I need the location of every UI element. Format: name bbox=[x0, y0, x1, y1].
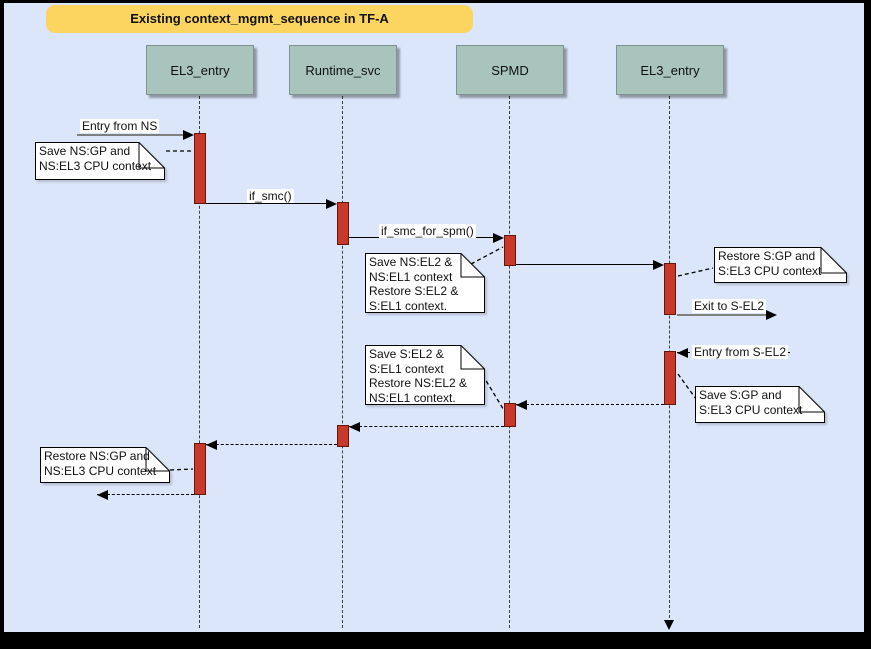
message-label-if-smc-for-spm: if_smc_for_spm() bbox=[379, 224, 476, 238]
message-line-return-to-ns bbox=[97, 494, 194, 495]
note-connector bbox=[677, 267, 714, 277]
note-shape-icon bbox=[714, 247, 847, 283]
actor-el3-entry-right: EL3_entry bbox=[616, 45, 724, 95]
actor-label: Runtime_svc bbox=[305, 62, 381, 78]
message-line-return-el3-to-spmd bbox=[516, 404, 664, 405]
activation-el3r-2 bbox=[664, 351, 676, 405]
message-line-return-spmd-to-runtime bbox=[349, 426, 504, 427]
activation-spmd-2 bbox=[504, 403, 516, 427]
note-text: Save S:GP and S:EL3 CPU context bbox=[699, 388, 803, 417]
arrowhead-icon bbox=[206, 440, 217, 450]
note-connector bbox=[677, 373, 697, 400]
activation-runtime-1 bbox=[337, 202, 349, 245]
activation-spmd-1 bbox=[504, 235, 516, 266]
note-text: Restore S:GP and S:EL3 CPU context bbox=[718, 249, 822, 278]
message-line-entry-from-ns bbox=[77, 134, 185, 136]
note-save-s-el2: Save S:EL2 & S:EL1 context Restore NS:EL… bbox=[365, 345, 485, 405]
note-connector bbox=[169, 468, 194, 471]
arrowhead-icon bbox=[97, 490, 108, 500]
note-restore-ns-gp: Restore NS:GP and NS:EL3 CPU context bbox=[40, 447, 170, 483]
note-shape-icon bbox=[365, 253, 485, 313]
lifeline-spmd bbox=[509, 96, 510, 628]
arrowhead-icon bbox=[653, 260, 664, 270]
message-label-entry-from-s-el2: Entry from S-EL2 bbox=[692, 345, 789, 359]
arrowhead-icon bbox=[516, 400, 527, 410]
note-text: Save NS:EL2 & NS:EL1 context Restore S:E… bbox=[369, 255, 459, 313]
actor-label: EL3_entry bbox=[640, 62, 700, 78]
arrowhead-icon bbox=[677, 348, 688, 358]
arrowhead-icon bbox=[349, 422, 360, 432]
actor-label: SPMD bbox=[491, 62, 529, 78]
note-text: Save NS:GP and NS:EL3 CPU context bbox=[39, 144, 152, 173]
lifeline-el3-entry-left bbox=[199, 96, 200, 628]
frame-left bbox=[0, 0, 4, 649]
frame-right bbox=[864, 0, 871, 649]
diagram-title: Existing context_mgmt_sequence in TF-A bbox=[46, 5, 473, 33]
note-save-s-gp: Save S:GP and S:EL3 CPU context bbox=[695, 386, 825, 423]
frame-bottom bbox=[0, 632, 871, 649]
frame-top bbox=[0, 0, 871, 3]
arrowhead-icon bbox=[493, 233, 504, 243]
activation-el3r-1 bbox=[664, 263, 676, 315]
arrowhead-icon bbox=[766, 310, 777, 320]
actor-label: EL3_entry bbox=[170, 62, 230, 78]
lifeline-runtime-svc bbox=[342, 96, 343, 628]
lifeline-end-arrowhead-icon bbox=[664, 620, 674, 630]
note-restore-s-gp: Restore S:GP and S:EL3 CPU context bbox=[714, 247, 847, 283]
message-line-spmd-to-el3 bbox=[516, 264, 655, 265]
message-label-if-smc: if_smc() bbox=[247, 189, 294, 203]
note-save-ns-gp: Save NS:GP and NS:EL3 CPU context bbox=[35, 142, 165, 180]
activation-el3l-2 bbox=[194, 443, 206, 495]
activation-runtime-2 bbox=[337, 425, 349, 447]
note-shape-icon bbox=[40, 447, 170, 483]
note-save-ns-el2: Save NS:EL2 & NS:EL1 context Restore S:E… bbox=[365, 253, 485, 313]
arrowhead-icon bbox=[326, 199, 337, 209]
note-text: Save S:EL2 & S:EL1 context Restore NS:EL… bbox=[369, 347, 468, 405]
actor-el3-entry-left: EL3_entry bbox=[146, 45, 254, 95]
arrowhead-icon bbox=[183, 130, 194, 140]
actor-spmd: SPMD bbox=[456, 45, 564, 95]
message-line-exit-to-s-el2 bbox=[677, 314, 767, 316]
message-label-exit-to-s-el2: Exit to S-EL2 bbox=[692, 299, 767, 313]
message-label-entry-from-ns: Entry from NS bbox=[80, 119, 160, 133]
note-text: Restore NS:GP and NS:EL3 CPU context bbox=[44, 449, 157, 478]
actor-runtime-svc: Runtime_svc bbox=[289, 45, 397, 95]
note-shape-icon bbox=[35, 142, 165, 180]
message-line-return-runtime-to-el3 bbox=[206, 444, 337, 445]
activation-el3l-1 bbox=[194, 133, 206, 204]
note-shape-icon bbox=[695, 386, 825, 423]
message-line-if-smc bbox=[206, 203, 328, 204]
